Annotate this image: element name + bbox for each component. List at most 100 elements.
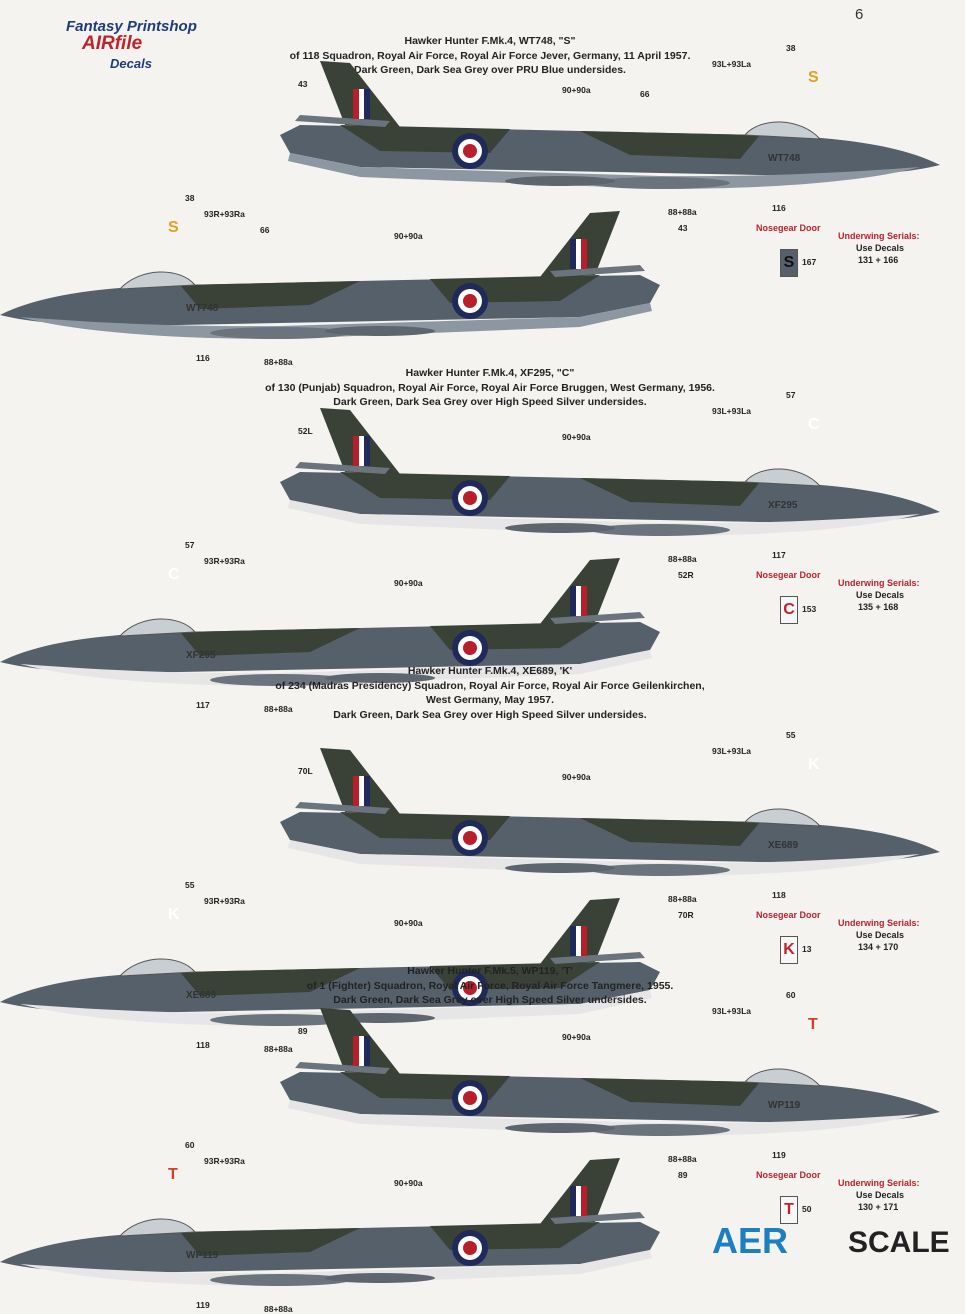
fin-flash-white [576, 1186, 581, 1216]
nosegear-door-number: 153 [802, 604, 817, 614]
underside [20, 650, 652, 686]
underwing-serials-heading: Underwing Serials: [838, 918, 920, 928]
serial-text: WP119 [768, 1100, 801, 1111]
fin-flash-red [353, 436, 359, 466]
callout-cockpit: 43 [678, 223, 688, 233]
callout-serial: 116 [196, 353, 210, 363]
underside [288, 840, 920, 876]
fin-flash-white [359, 1036, 364, 1066]
underside [288, 1100, 920, 1136]
roundel-centre [463, 1241, 477, 1255]
fin-code-letter: C [168, 566, 180, 583]
callout-fin-flash: 93L+93La [712, 746, 751, 756]
underwing-serials-text: Use Decals [856, 243, 905, 253]
gun-pack [325, 326, 435, 336]
camo-patch [580, 131, 760, 159]
serial-text: XE689 [186, 990, 217, 1001]
callout-cockpit: 52L [298, 426, 313, 436]
callout-marking: 66 [260, 225, 270, 235]
profile-starboard [0, 558, 660, 686]
callout-mid: 90+90a [394, 578, 423, 588]
port-aircraft [280, 748, 940, 876]
fin-flash-blue [570, 586, 576, 616]
nosegear-door-heading: Nosegear Door [756, 910, 821, 920]
underside [20, 1250, 652, 1286]
canopy [743, 1068, 822, 1087]
roundel-centre [463, 981, 477, 995]
callout-serial: 116 [772, 203, 786, 213]
callout-mid: 90+90a [562, 1032, 591, 1042]
callout-roundel: 88+88a [264, 1044, 293, 1054]
fin-code-letter: S [168, 219, 179, 236]
gun-pack [505, 176, 615, 186]
callout-mid: 90+90a [394, 918, 423, 928]
underwing-serials-numbers: 134 + 170 [858, 942, 899, 952]
port-aircraft [280, 408, 940, 536]
fin-flash-white [576, 926, 581, 956]
callout-roundel: 88+88a [264, 704, 293, 714]
drop-tank [590, 864, 730, 876]
gun-pack [325, 1273, 435, 1283]
fin-flash-white [576, 239, 581, 269]
callout-cockpit: 52R [678, 570, 694, 580]
callout-fin: 57 [786, 390, 796, 400]
port-aircraft [280, 1008, 940, 1136]
tailplane [295, 1062, 390, 1074]
callout-roundel: 88+88a [668, 1154, 697, 1164]
roundel-centre [463, 144, 477, 158]
camo-patch [580, 818, 760, 846]
fin-flash-blue [364, 89, 370, 119]
callout-cockpit: 89 [678, 1170, 688, 1180]
underwing-serials-heading: Underwing Serials: [838, 578, 920, 588]
starboard-aircraft [0, 898, 660, 1026]
fin-flash-red [353, 776, 359, 806]
nosegear-door-heading: Nosegear Door [756, 223, 821, 233]
callout-fin: 55 [185, 880, 195, 890]
callout-roundel: 88+88a [668, 894, 697, 904]
port-aircraft [280, 61, 940, 189]
underwing-serials-numbers: 135 + 168 [858, 602, 899, 612]
roundel-centre [463, 831, 477, 845]
brand-line2: AIRfile [82, 33, 143, 54]
nosegear-door-swatch: K [780, 936, 798, 964]
canopy [743, 468, 822, 487]
serial-text: WP119 [186, 1250, 219, 1261]
camo-patch [580, 1078, 760, 1106]
caption-line: Dark Green, Dark Sea Grey over High Spee… [333, 708, 647, 721]
drop-tank [210, 327, 350, 339]
camo-patch [180, 1228, 360, 1256]
callout-fin: 55 [786, 730, 796, 740]
tailplane [550, 612, 645, 624]
canopy [118, 1218, 197, 1237]
fin-code-letter: S [808, 69, 819, 86]
roundel-centre [463, 1091, 477, 1105]
profile-starboard [0, 1158, 660, 1286]
callout-mid: 90+90a [394, 1178, 423, 1188]
callout-mid: 90+90a [562, 85, 591, 95]
serial-text: XF295 [768, 500, 798, 511]
callout-fin-flash: 93L+93La [712, 1006, 751, 1016]
drop-tank [210, 1014, 350, 1026]
fin-flash-blue [364, 436, 370, 466]
callout-cockpit: 89 [298, 1026, 308, 1036]
callout-fin-flash: 93R+93Ra [204, 209, 245, 219]
caption-line: Dark Green, Dark Sea Grey over PRU Blue … [354, 64, 626, 76]
underwing-serials-text: Use Decals [856, 930, 905, 940]
callout-fin-flash: 93L+93La [712, 406, 751, 416]
callout-roundel: 88+88a [264, 1304, 293, 1314]
drop-tank [210, 1274, 350, 1286]
callout-mid: 90+90a [562, 772, 591, 782]
drop-tank [210, 674, 350, 686]
underwing-serials-text: Use Decals [856, 1190, 905, 1200]
drop-tank [590, 524, 730, 536]
serial-text: XE689 [768, 840, 799, 851]
brand-line3: Decals [110, 56, 152, 71]
starboard-aircraft [0, 1158, 660, 1286]
underwing-serials-numbers: 130 + 171 [858, 1202, 899, 1212]
gun-pack [505, 1123, 615, 1133]
fin-code-letter: C [808, 416, 820, 433]
serial-text: WT748 [186, 303, 219, 314]
fin-flash-red [353, 1036, 359, 1066]
canopy [118, 618, 197, 637]
callout-serial: 117 [196, 700, 210, 710]
